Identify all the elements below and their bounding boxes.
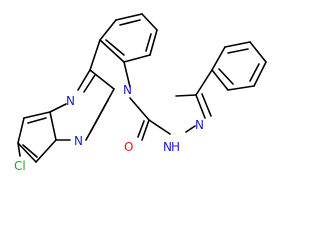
- atom-n-bottom: N: [74, 134, 83, 148]
- atom-carbonyl-oxygen: O: [124, 140, 133, 154]
- molecule-structure: N N N O N H N Cl: [14, 13, 267, 173]
- atom-n-indole: N: [123, 83, 132, 97]
- atom-hydrazide-hydrogen: H: [171, 140, 180, 154]
- atom-chlorine: Cl: [14, 159, 26, 173]
- bond-lines: [17, 13, 267, 163]
- atom-hydrazide-nitrogen: N: [163, 140, 172, 154]
- atom-labels: N N N O N H N Cl: [14, 83, 204, 173]
- atom-hydrazone-nitrogen: N: [195, 118, 204, 132]
- atom-n-top: N: [66, 94, 75, 108]
